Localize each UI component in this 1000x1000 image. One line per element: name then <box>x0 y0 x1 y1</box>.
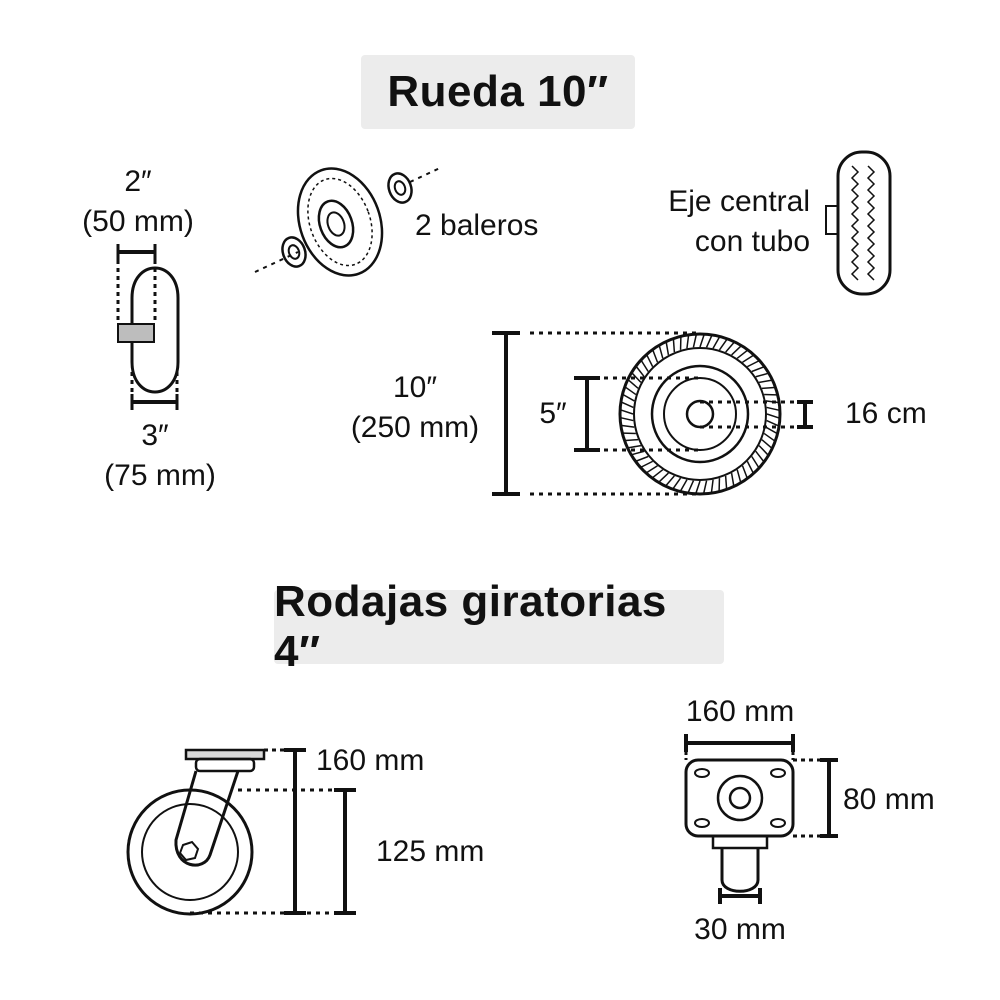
dim-width-top <box>116 244 157 324</box>
label-plate-depth: 80 mm <box>843 783 935 816</box>
wheel-front-icon <box>618 332 782 496</box>
mounting-plate-icon <box>684 758 795 893</box>
label-diameter-in: 10″ <box>393 371 437 404</box>
dim-hub <box>574 376 700 452</box>
tire-side-icon <box>825 150 892 296</box>
section-title-rueda-text: Rueda 10″ <box>387 67 609 116</box>
caster-side-icon <box>126 748 266 916</box>
label-bottom-in: 3″ <box>141 419 169 452</box>
label-plate-width: 160 mm <box>685 695 795 728</box>
label-bearings: 2 baleros <box>415 209 539 242</box>
dim-plate-depth <box>793 758 838 838</box>
dim-plate-width <box>684 734 795 760</box>
bearing-left-icon <box>281 236 307 268</box>
dim-wheel-width <box>718 888 762 904</box>
label-wheel-width: 30 mm <box>694 913 786 946</box>
label-width-in: 2″ <box>124 165 152 198</box>
section-title-rodajas-text: Rodajas giratorias 4″ <box>274 577 667 676</box>
label-width-mm: (50 mm) <box>82 205 194 238</box>
label-bore: 16 cm <box>845 397 927 430</box>
dim-diameter <box>492 331 700 496</box>
dim-bore <box>700 400 813 429</box>
dim-side-wheel <box>190 788 356 915</box>
tire-profile-icon <box>117 266 180 394</box>
label-side-wheel: 125 mm <box>376 835 485 868</box>
bearing-right-icon <box>387 172 413 204</box>
label-axle-line2: con tubo <box>694 225 810 258</box>
section-title-rueda: Rueda 10″ <box>361 55 635 129</box>
label-side-height: 160 mm <box>316 744 425 777</box>
label-axle-line1: Eje central <box>668 185 810 218</box>
label-diameter-mm: (250 mm) <box>350 411 480 444</box>
label-hub-in: 5″ <box>539 397 567 430</box>
dim-width-bottom <box>130 372 179 410</box>
dim-side-height <box>264 748 306 915</box>
exploded-wheel-icon <box>254 167 441 277</box>
label-bottom-mm: (75 mm) <box>104 459 216 492</box>
section-title-rodajas: Rodajas giratorias 4″ <box>274 577 724 676</box>
